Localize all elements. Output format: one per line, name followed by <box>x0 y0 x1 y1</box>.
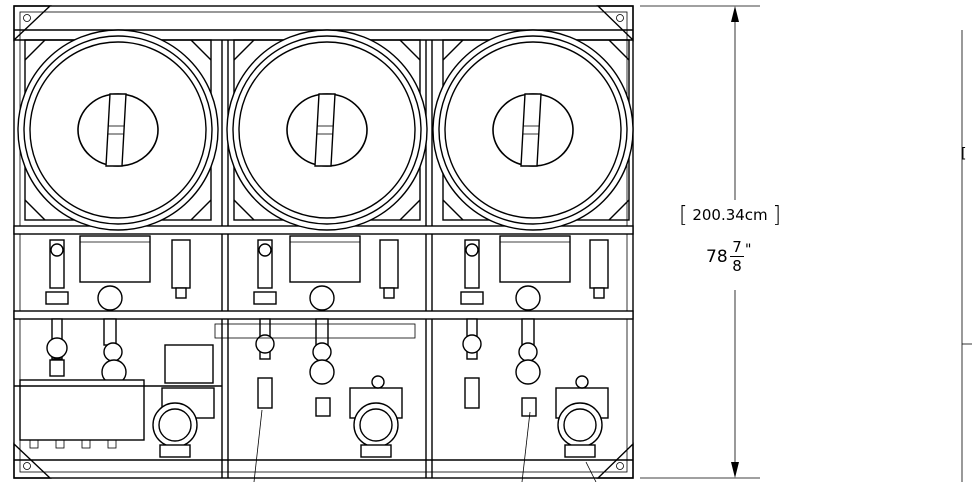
imperial-fraction: 7 8 <box>730 238 744 275</box>
leader-lines <box>253 409 597 482</box>
imperial-numerator: 7 <box>730 238 744 257</box>
bracket-close: ] <box>772 203 782 228</box>
imperial-denominator: 8 <box>732 257 742 275</box>
plumbing-right <box>460 235 609 458</box>
tank-left <box>17 29 219 231</box>
adjacent-view-edge <box>961 30 972 482</box>
imperial-whole: 78 <box>706 247 728 267</box>
tank-right <box>432 29 634 231</box>
plumbing-left <box>14 235 222 458</box>
tank-center <box>226 29 428 231</box>
plumbing-center <box>214 235 416 458</box>
imperial-unit: " <box>745 242 752 258</box>
edge-bracket-mark: [ <box>961 146 967 162</box>
height-dimension-line <box>640 5 760 479</box>
bracket-open: [ <box>678 203 688 228</box>
metric-value: 200.34cm <box>692 206 768 224</box>
height-dimension-metric: [ 200.34cm ] <box>650 203 810 228</box>
